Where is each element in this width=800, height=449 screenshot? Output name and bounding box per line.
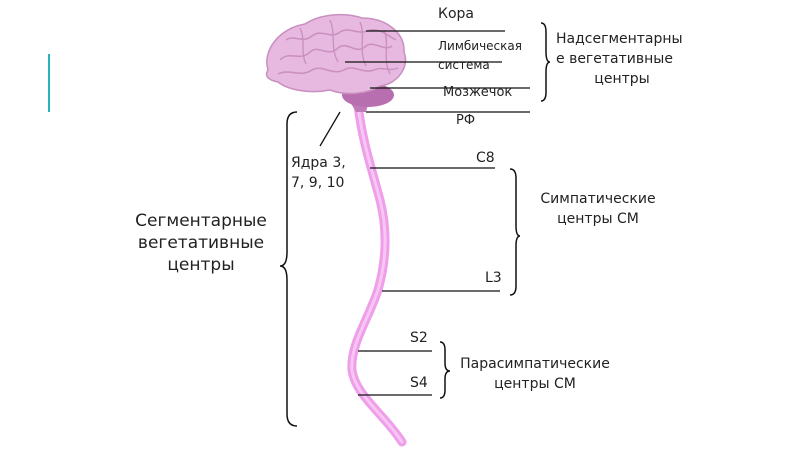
- brace-suprasegmental: [540, 22, 551, 102]
- label-l3: L3: [485, 270, 502, 286]
- label-nuclei-line2: 7, 9, 10: [291, 175, 345, 191]
- label-limbic-line2: система: [438, 58, 490, 72]
- label-segmental-line2: вегетативные: [137, 233, 265, 253]
- label-parasympathetic-line1: Парасимпатические: [460, 356, 610, 372]
- brace-parasympathetic: [439, 341, 451, 399]
- label-sympathetic-line1: Симпатические: [540, 191, 656, 207]
- label-kora: Кора: [438, 6, 474, 22]
- label-suprasegmental-line2: е вегетативные: [556, 51, 673, 67]
- brace-segmental: [279, 111, 298, 427]
- braces: [279, 22, 551, 427]
- accent-bar: [48, 54, 50, 112]
- label-suprasegmental-line1: Надсегментарны: [556, 31, 683, 47]
- label-nuclei-line1: Ядра 3,: [291, 155, 346, 171]
- pointer-lines: [319, 30, 530, 396]
- label-segmental-line3: центры: [167, 255, 235, 275]
- label-cerebellum: Мозжечок: [443, 85, 513, 100]
- label-s2: S2: [410, 330, 428, 346]
- label-limbic-line1: Лимбическая: [438, 39, 522, 53]
- label-c8: C8: [476, 150, 495, 166]
- label-segmental-line1: Сегментарные: [135, 211, 267, 231]
- label-rf: РФ: [456, 113, 476, 128]
- label-s4: S4: [410, 375, 428, 391]
- label-suprasegmental-line3: центры: [594, 71, 650, 87]
- brace-sympathetic: [509, 168, 521, 296]
- label-parasympathetic-line2: центры СМ: [494, 376, 576, 392]
- brain: [265, 13, 407, 95]
- label-sympathetic-line2: центры СМ: [557, 211, 639, 227]
